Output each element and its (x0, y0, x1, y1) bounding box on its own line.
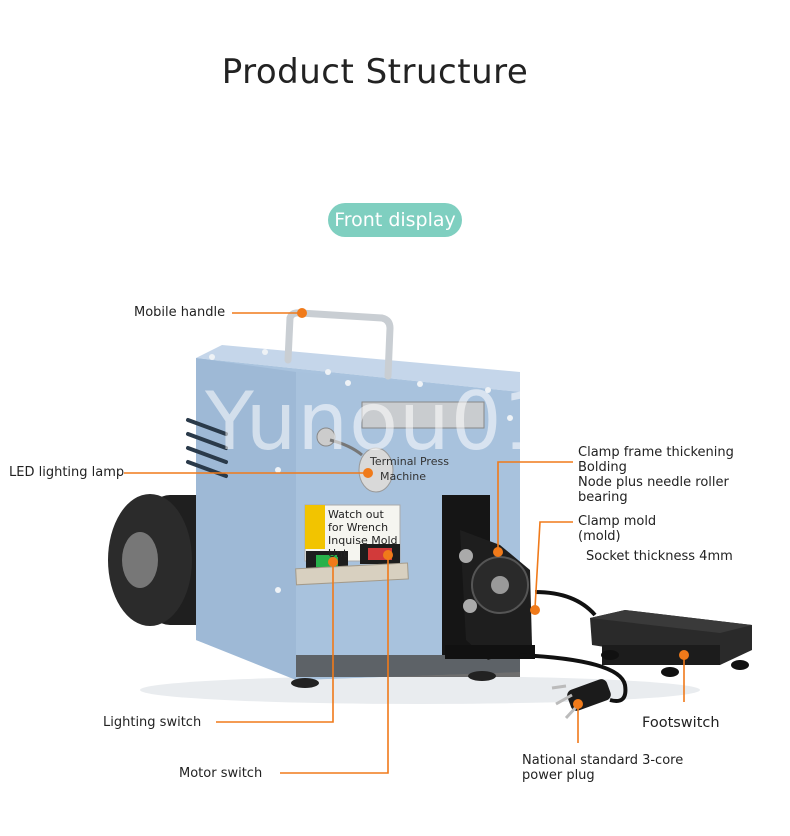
label-led-lamp: LED lighting lamp (9, 465, 125, 480)
label-mobile-handle: Mobile handle (134, 305, 226, 320)
sticker-text: Watch out for Wrench Inquise Mold Unt (328, 508, 398, 560)
power-cable (519, 653, 628, 703)
leader-lines (124, 312, 685, 774)
footswitch (590, 610, 752, 677)
label-footswitch: Footswitch (642, 715, 720, 731)
label-clamp-mold-2: (mold) (578, 529, 621, 544)
label-clamp-frame-2: Bolding (578, 460, 627, 475)
mobile-handle (284, 309, 394, 380)
machine-sign-line-2: Machine (380, 470, 427, 483)
label-motor-switch: Motor switch (179, 766, 263, 781)
label-plug-2: power plug (522, 768, 595, 783)
watermark: Yunou012 (205, 375, 607, 468)
floor-shadow (140, 676, 700, 704)
switch-plate (295, 562, 409, 586)
leader-dots (297, 308, 689, 709)
label-plug-1: National standard 3-core (522, 753, 684, 768)
label-clamp-frame-1: Clamp frame thickening (578, 445, 734, 460)
clamp-frame (442, 495, 535, 660)
machine-sign-line-1: Terminal Press (370, 455, 449, 468)
label-clamp-frame-4: bearing (578, 490, 628, 505)
led-lamp (316, 427, 394, 493)
label-clamp-mold-1: Clamp mold (578, 514, 657, 529)
footswitch-cable (534, 590, 597, 617)
page-title: Product Structure (221, 52, 529, 92)
label-socket-thickness: Socket thickness 4mm (586, 549, 733, 564)
nameplate (361, 401, 485, 429)
label-lighting-switch: Lighting switch (103, 715, 202, 730)
label-clamp-frame-3: Node plus needle roller (578, 475, 729, 490)
warning-symbol (305, 505, 325, 549)
front-display-badge: Front display (328, 203, 462, 237)
